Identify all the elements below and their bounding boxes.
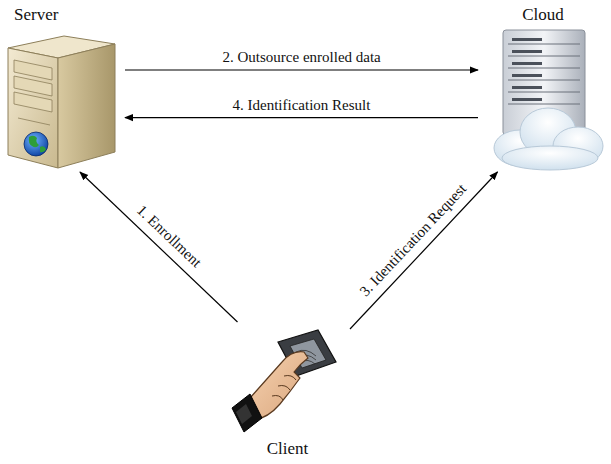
cloud-node: Cloud xyxy=(478,2,608,172)
arrow-connector xyxy=(350,172,498,329)
node-label: Server xyxy=(0,2,125,25)
arrow-connector xyxy=(80,172,238,322)
node-label: Cloud xyxy=(478,2,608,25)
edge-label: 4. Identification Result xyxy=(231,96,373,114)
server-icon xyxy=(8,36,115,168)
edge-label: 3. Identification Request xyxy=(354,179,471,302)
server-node: Server xyxy=(0,2,125,172)
arrow-connector xyxy=(125,69,478,70)
arrow-connector xyxy=(125,117,478,118)
cloud-icon xyxy=(494,30,603,170)
edge-label: 2. Outsource enrolled data xyxy=(221,48,383,66)
client-node: Client xyxy=(225,322,350,462)
node-label: Client xyxy=(225,439,350,462)
edge-label: 1. Enrollment xyxy=(131,200,206,273)
client-icon xyxy=(232,330,336,432)
